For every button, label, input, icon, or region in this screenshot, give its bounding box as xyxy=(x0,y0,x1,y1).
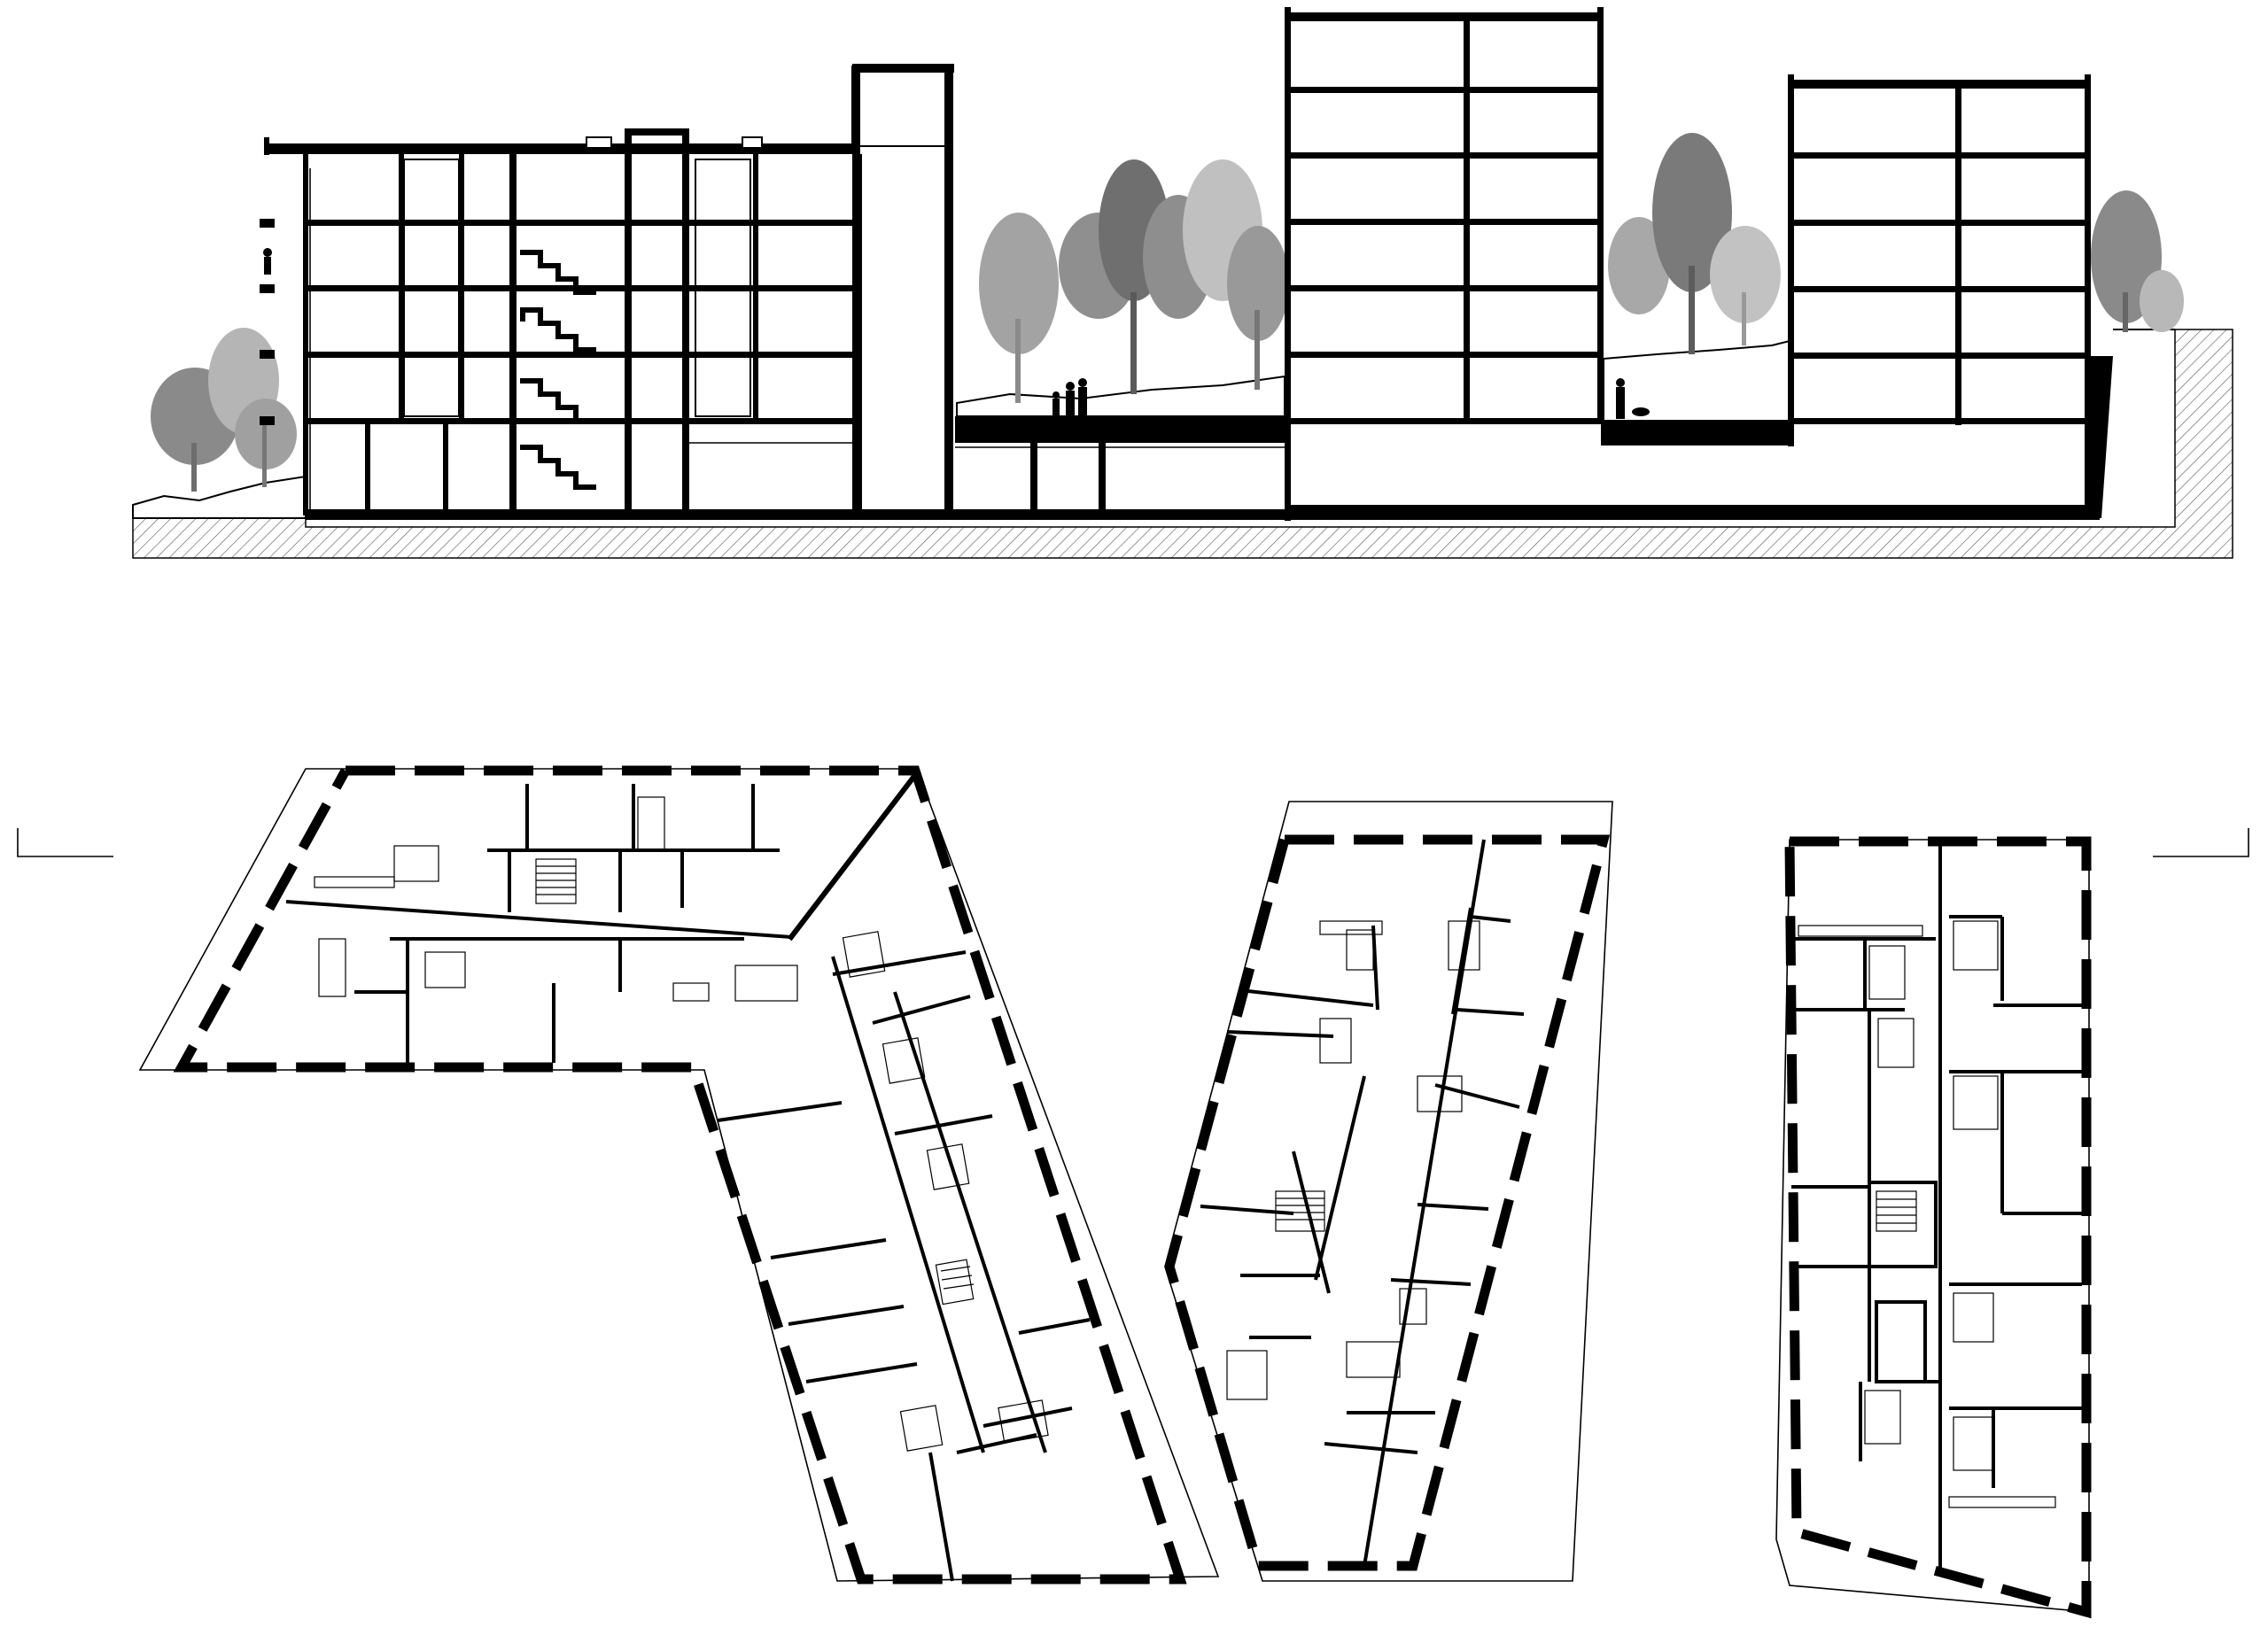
stair-section xyxy=(520,250,596,490)
person-figure xyxy=(263,248,272,275)
trees-courtyard-left xyxy=(979,159,1289,403)
building-section xyxy=(132,7,2233,559)
trees-left xyxy=(151,328,297,492)
courtyard-left xyxy=(955,159,1289,515)
plan-block-right xyxy=(1775,836,2092,1619)
section-middle-building xyxy=(1285,7,1604,521)
stair-left xyxy=(535,858,577,904)
stair-right xyxy=(1876,1190,1917,1232)
stair-wing xyxy=(935,1259,975,1306)
section-left-building xyxy=(260,64,954,517)
trees-right xyxy=(2091,190,2184,332)
person-with-dog xyxy=(1616,378,1650,419)
family-figures xyxy=(1052,378,1087,418)
section-cut-marker-left xyxy=(17,828,113,857)
stair-middle xyxy=(1275,1190,1325,1232)
plan-block-left xyxy=(138,765,1220,1585)
terrain-left xyxy=(132,475,307,519)
trees-courtyard-right xyxy=(1608,133,1781,354)
courtyard-right xyxy=(1601,133,1794,446)
section-cut-marker-right xyxy=(2153,828,2249,857)
section-right-building xyxy=(1788,74,2184,518)
plan-block-middle xyxy=(1164,801,1613,1582)
